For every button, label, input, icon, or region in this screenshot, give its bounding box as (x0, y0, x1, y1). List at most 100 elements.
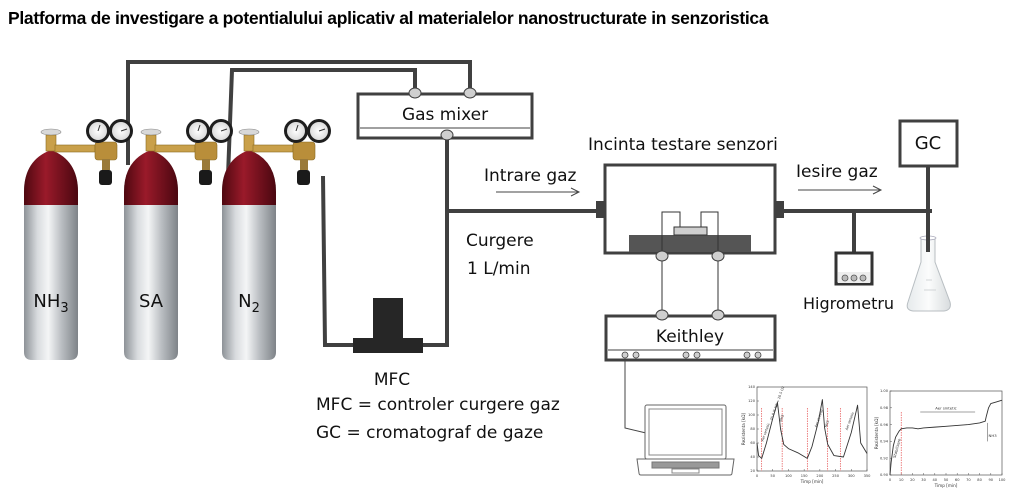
laptop-icon[interactable] (636, 404, 735, 476)
erlenmeyer-flask-icon (906, 235, 951, 312)
mfc-device[interactable] (353, 298, 423, 353)
annotation-label: NH3 (779, 414, 785, 422)
cylinder-label-subscript: 2 (252, 301, 260, 316)
x-axis-label: Timp [min] (934, 483, 958, 488)
regulator-arm (252, 144, 294, 153)
series-line-rezistenta (756, 399, 868, 459)
keithley-input-1 (655, 309, 669, 321)
cylinder-label-main: N (238, 291, 251, 312)
pipe-mfc-to-mixer (420, 136, 449, 347)
annotation-label: Aer sintetic (760, 422, 770, 442)
regulator-arm (154, 144, 196, 153)
gauge-needle (120, 128, 128, 132)
x-tick-label: 80 (977, 478, 982, 482)
plot-frame (889, 390, 1003, 476)
pipe-sa-to-mixer (226, 68, 417, 177)
gas-cylinder-nh3[interactable]: NH3 (24, 119, 133, 360)
x-tick-label: 100 (999, 478, 1007, 482)
y-tick-label: 0.92 (880, 456, 888, 460)
chamber-outlet-port (774, 201, 784, 218)
chamber-inlet-port (596, 201, 606, 218)
y-tick-label: 60 (750, 441, 755, 445)
regulator-body (292, 141, 316, 161)
x-tick-label: 0 (756, 474, 759, 478)
regulator-stem (102, 159, 110, 170)
valve-icon (145, 134, 157, 152)
annotation-label: NH3 (824, 420, 830, 428)
gauge-needle (318, 128, 326, 132)
chamber-label: Incinta testare senzori (588, 135, 778, 155)
annotation-label: Aer sintetic (935, 405, 957, 410)
y-tick-label: 1.00 (880, 389, 889, 393)
valve-icon (45, 134, 57, 152)
x-axis-label: Timp [min] (800, 479, 824, 484)
gauge-needle (220, 128, 228, 132)
y-axis-label: Rezistenta [kΩ] (741, 413, 746, 446)
flow-label-line2: 1 L/min (467, 259, 530, 279)
sensor-wires (661, 211, 719, 315)
gas-mixer-label: Gas mixer (402, 105, 488, 125)
cylinder-label: NH3 (33, 291, 68, 316)
cylinder-cap (24, 150, 78, 205)
gas-mixer[interactable]: Gas mixer (356, 87, 534, 141)
x-tick-label: 300 (848, 474, 856, 478)
gauge-needle (97, 124, 101, 132)
y-tick-label: 0.96 (880, 423, 889, 427)
page-title: Platforma de investigare a potentialului… (8, 8, 769, 28)
plot-frame (756, 386, 868, 472)
x-tick-label: 350 (864, 474, 872, 478)
keithley-to-laptop-cable (624, 360, 647, 434)
chamber-contact-1 (655, 250, 669, 262)
gauge-needle (295, 124, 299, 132)
x-tick-label: 100 (785, 474, 793, 478)
outlet-arrow-icon (798, 185, 883, 195)
x-tick-label: 250 (832, 474, 840, 478)
regulator-arm (54, 144, 96, 153)
keithley-input-2 (711, 309, 725, 321)
mixer-port-in-2 (463, 87, 477, 99)
flow-label-line1: Curgere (466, 231, 534, 251)
x-tick-label: 200 (816, 474, 824, 478)
hygrometer-device[interactable] (834, 251, 874, 286)
mixer-port-in-1 (408, 87, 422, 99)
gc-box[interactable]: GC (898, 119, 959, 168)
regulator-stem (202, 159, 210, 170)
cylinder-label: N2 (238, 291, 260, 316)
x-tick-label: 50 (944, 478, 949, 482)
x-tick-label: 150 (801, 474, 809, 478)
pipe-n2-to-mfc (321, 175, 356, 347)
annotation-label: NH3 (989, 433, 998, 438)
annotation-label: Aer sintetic (814, 408, 824, 428)
y-axis-label: Rezistenta [kΩ] (874, 417, 879, 450)
gas-cylinder-n2[interactable]: N2 (222, 119, 331, 360)
keithley-instrument[interactable]: Keithley (604, 309, 777, 362)
y-tick-label: 20 (750, 469, 755, 473)
x-tick-label: 90 (989, 478, 994, 482)
sensor-chamber[interactable] (596, 163, 784, 315)
cylinder-cap (124, 150, 178, 205)
chamber-contact-2 (711, 250, 725, 262)
sensor-substrate (629, 235, 751, 252)
x-tick-label: 60 (955, 478, 960, 482)
annotation-label: Aer sintetic (845, 411, 855, 431)
valve-handle-icon (40, 128, 62, 136)
y-tick-label: 100 (748, 413, 756, 417)
y-tick-label: 0.98 (880, 406, 889, 410)
legend-gc: GC = cromatograf de gaze (316, 423, 543, 443)
x-tick-label: 50 (770, 474, 775, 478)
regulator-body (194, 141, 218, 161)
y-tick-label: 80 (750, 427, 755, 431)
y-tick-label: 0.94 (880, 440, 889, 444)
x-tick-label: 10 (899, 478, 904, 482)
gauge-needle (197, 124, 201, 132)
gc-label: GC (915, 133, 942, 154)
x-tick-label: 40 (933, 478, 938, 482)
regulator-knob-icon (99, 170, 112, 185)
sensor-element (673, 226, 708, 236)
x-tick-label: 70 (966, 478, 971, 482)
y-tick-label: 40 (750, 455, 755, 459)
regulator-knob-icon (199, 170, 212, 185)
gas-cylinder-sa[interactable]: SA (124, 119, 233, 360)
